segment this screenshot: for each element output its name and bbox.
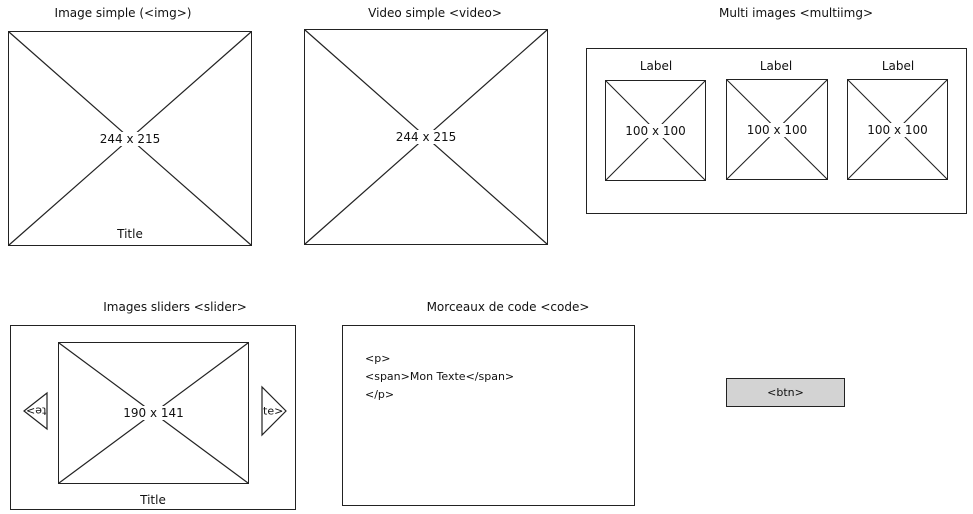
code-block: <p> <span>Mon Texte</span> </p> bbox=[365, 350, 514, 404]
images-slider-heading: Images sliders <slider> bbox=[103, 300, 247, 314]
multi-image-label-2: Label bbox=[759, 59, 793, 73]
slider-container: te> 190 x 141 te> Title bbox=[10, 325, 296, 510]
triangle-right-icon bbox=[261, 385, 287, 437]
multi-images-container: Label Label Label 100 x 100 100 x 100 10… bbox=[586, 48, 967, 214]
image-dimensions-label: 244 x 215 bbox=[98, 131, 162, 146]
slider-prev-arrow[interactable]: te> bbox=[23, 391, 48, 431]
triangle-left-icon bbox=[23, 391, 48, 431]
code-heading: Morceaux de code <code> bbox=[426, 300, 590, 314]
video-placeholder: 244 x 215 bbox=[304, 29, 548, 245]
video-dimensions-label: 244 x 215 bbox=[394, 130, 458, 144]
slider-dimensions-label: 190 x 141 bbox=[122, 406, 185, 420]
btn-button[interactable]: <btn> bbox=[726, 378, 845, 407]
slider-prev-label: te> bbox=[26, 404, 47, 418]
image-title: Title bbox=[115, 227, 145, 241]
multi-image-placeholder-1: 100 x 100 bbox=[605, 80, 706, 181]
multi-image-label-1: Label bbox=[639, 59, 673, 73]
image-simple-heading: Image simple (<img>) bbox=[54, 6, 192, 20]
video-simple-heading: Video simple <video> bbox=[368, 6, 502, 20]
code-line: <p> bbox=[365, 352, 391, 365]
code-block-container: <p> <span>Mon Texte</span> </p> bbox=[342, 325, 635, 506]
slider-next-label: te> bbox=[263, 404, 284, 418]
slider-next-arrow[interactable]: te> bbox=[261, 385, 287, 437]
slider-title: Title bbox=[138, 493, 168, 507]
code-line: </p> bbox=[365, 388, 395, 401]
multi-image-dimensions-1: 100 x 100 bbox=[624, 123, 687, 138]
multi-images-heading: Multi images <multiimg> bbox=[718, 6, 873, 20]
multi-image-dimensions-2: 100 x 100 bbox=[745, 122, 809, 137]
slider-image-placeholder: 190 x 141 bbox=[58, 342, 249, 484]
multi-image-placeholder-2: 100 x 100 bbox=[726, 79, 828, 180]
multi-image-label-3: Label bbox=[881, 59, 915, 73]
code-line: <span>Mon Texte</span> bbox=[365, 370, 515, 383]
multi-image-placeholder-3: 100 x 100 bbox=[847, 79, 948, 180]
multi-image-dimensions-3: 100 x 100 bbox=[866, 122, 929, 137]
image-placeholder: 244 x 215 Title bbox=[8, 31, 252, 246]
